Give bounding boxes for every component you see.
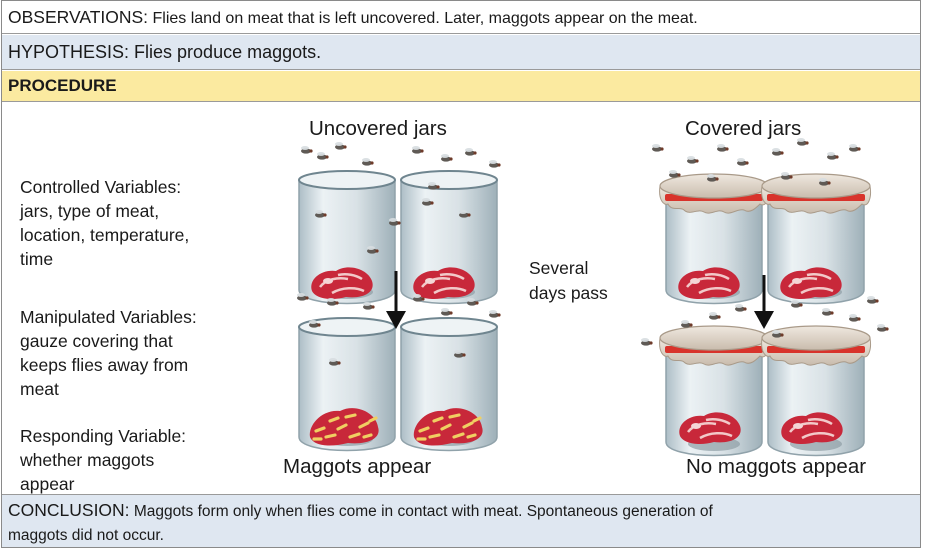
hypothesis-text: Flies produce maggots. — [129, 42, 321, 62]
conclusion-text-line-2: maggots did not occur. — [8, 527, 164, 544]
uncovered-jar-bottom-left — [299, 318, 395, 451]
uncovered-jar-top-left — [299, 171, 395, 304]
covered-jar-top-left — [660, 174, 769, 304]
procedure-panel: Controlled Variables: jars, type of meat… — [2, 103, 920, 494]
procedure-heading: PROCEDURE — [2, 71, 920, 102]
conclusion-row: CONCLUSION: Maggots form only when flies… — [2, 494, 920, 547]
uncovered-jar-top-right — [401, 171, 497, 304]
observations-row: OBSERVATIONS: Flies land on meat that is… — [2, 1, 920, 34]
jar-illustrations — [2, 103, 920, 494]
observations-label: OBSERVATIONS: — [8, 7, 148, 27]
observations-text: Flies land on meat that is left uncovere… — [148, 10, 698, 27]
hypothesis-label: HYPOTHESIS: — [8, 42, 129, 62]
conclusion-text: Maggots form only when flies come in con… — [130, 503, 713, 520]
covered-jar-bottom-right — [762, 326, 871, 456]
covered-jar-bottom-left — [660, 326, 769, 456]
conclusion-label: CONCLUSION: — [8, 500, 130, 520]
covered-jar-top-right — [762, 174, 871, 304]
hypothesis-row: HYPOTHESIS: Flies produce maggots. — [2, 35, 920, 70]
uncovered-jar-bottom-right — [401, 318, 497, 451]
